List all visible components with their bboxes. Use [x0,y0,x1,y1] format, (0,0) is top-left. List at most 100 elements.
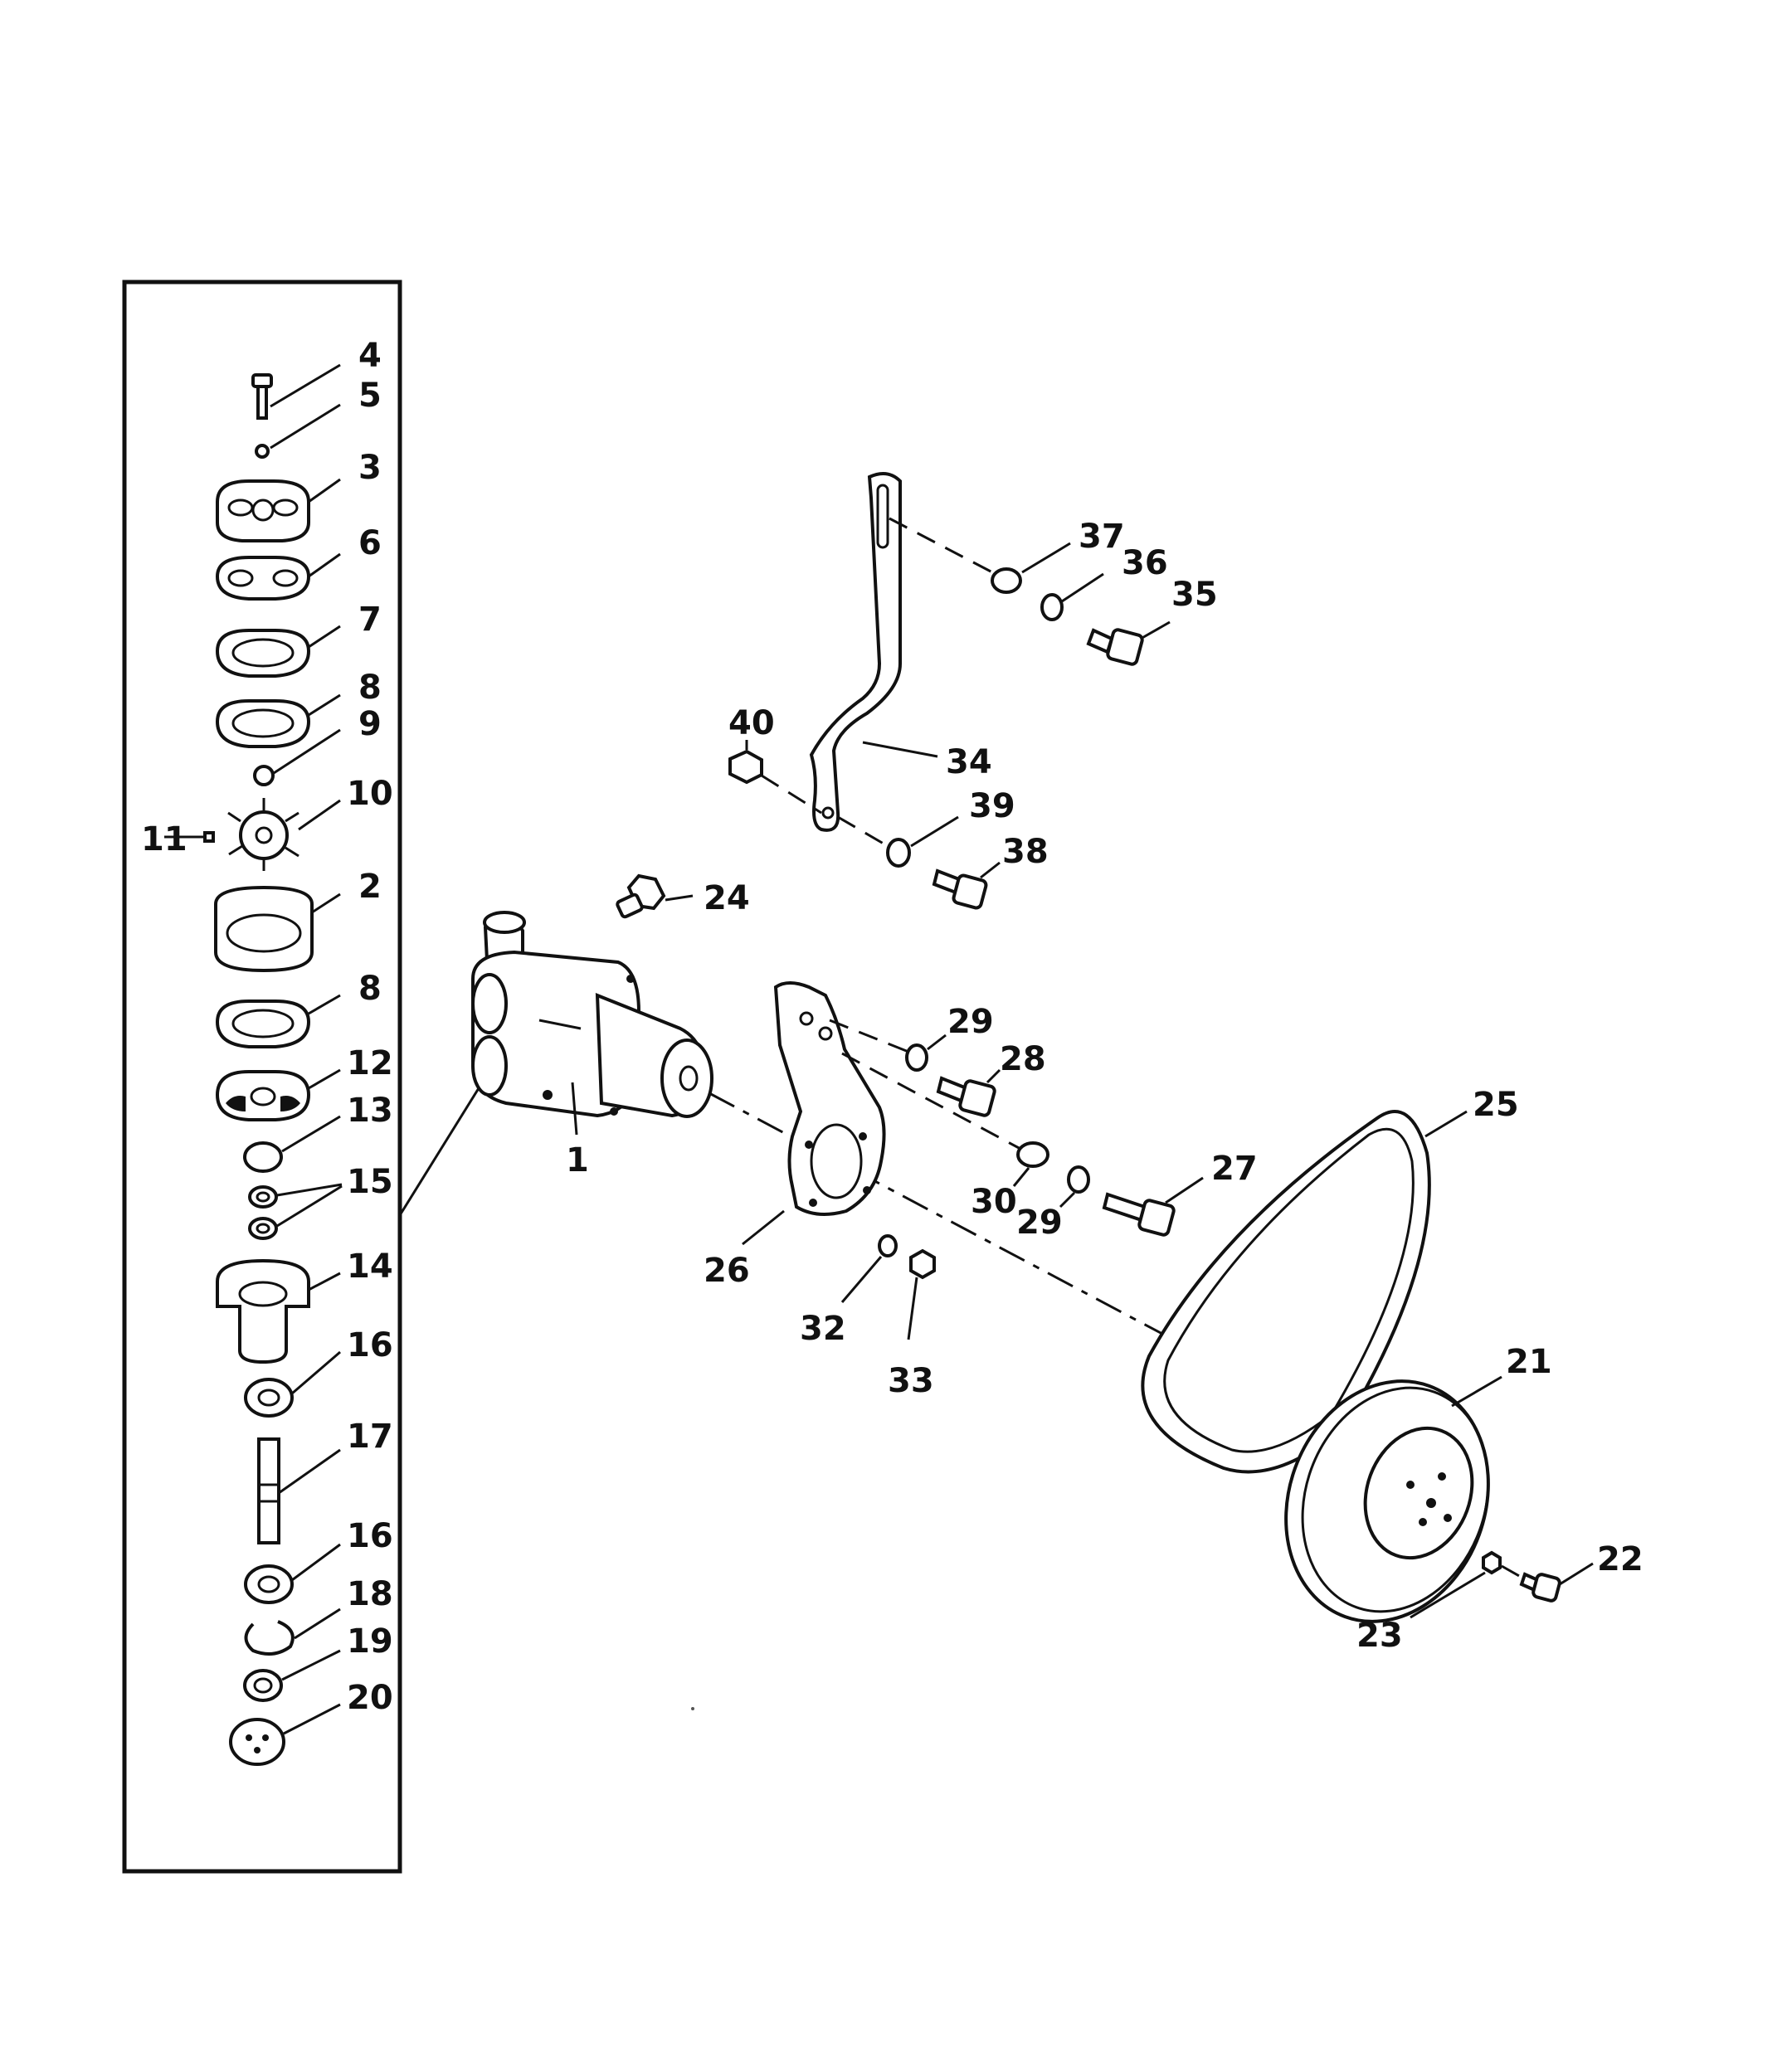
leader-39 [910,815,959,848]
callout-21: 21 [1506,1343,1552,1381]
part-16-bearing-lower [244,1564,294,1604]
callout-36: 36 [1122,544,1168,582]
scan-speck [691,1707,694,1710]
part-12-plate [215,1070,311,1121]
callout-1: 1 [566,1141,589,1179]
leader-27 [1165,1176,1204,1204]
callout-34: 34 [946,743,992,781]
part-18-retaining-ring [244,1620,295,1656]
callout-16-lower: 16 [347,1517,393,1555]
dash-29-upper [829,1019,909,1053]
callout-35: 35 [1171,576,1218,614]
part-29-lockwasher-upper [905,1043,928,1072]
part-21-pulley [1284,1379,1490,1623]
part-1-sea-water-pump [471,911,713,1118]
dash-39 [837,815,889,848]
part-40-nut [728,749,763,785]
callout-16-upper: 16 [347,1326,393,1364]
leader-23 [1410,1571,1486,1619]
callout-7: 7 [358,601,382,639]
leader-34 [862,741,938,758]
leader-26 [742,1209,785,1246]
part-27-screw [1102,1192,1176,1237]
dash-40 [761,774,822,815]
callout-37: 37 [1079,518,1125,556]
part-39-washer [886,838,911,868]
callout-14: 14 [347,1248,393,1286]
callout-25: 25 [1473,1086,1519,1124]
part-7-wear-plate [215,629,311,678]
leader-35 [1140,620,1171,640]
callout-38: 38 [1002,833,1049,871]
callout-19: 19 [347,1622,393,1661]
callout-8-lower: 8 [358,970,382,1008]
callout-32: 32 [800,1310,846,1348]
callout-40: 40 [728,704,775,742]
callout-2: 2 [358,868,382,906]
leader-1 [571,1082,578,1136]
leader-37 [1021,542,1071,574]
callout-29-lower: 29 [1016,1204,1063,1242]
callout-10: 10 [347,775,393,813]
leader-36 [1061,572,1104,603]
part-33-nut [909,1248,936,1280]
part-4-screw [251,373,273,420]
callout-30: 30 [971,1183,1017,1221]
leader-33 [907,1277,918,1340]
callout-29-upper: 29 [947,1003,994,1041]
part-22-screw [1519,1572,1561,1603]
leader-28 [986,1068,1001,1084]
callout-15: 15 [347,1163,393,1201]
callout-20: 20 [347,1679,393,1717]
callout-17: 17 [347,1418,393,1456]
callout-22: 22 [1597,1540,1643,1578]
part-16-bearing-upper [244,1378,294,1418]
leader-21 [1451,1375,1502,1408]
leader-29-upper [927,1034,947,1051]
part-25-drive-belt [1141,1110,1431,1474]
callout-3: 3 [358,449,382,487]
part-29-lockwasher-lower [1067,1165,1090,1194]
part-10-impeller [227,798,299,871]
part-34-adjusting-brace [809,472,902,832]
part-13-o-ring [243,1141,283,1173]
leader-32 [840,1256,883,1303]
callout-26: 26 [704,1252,750,1290]
callout-28: 28 [1000,1040,1046,1078]
part-8-gasket-upper [215,699,311,748]
dash-30 [841,1052,1021,1150]
callout-11: 11 [141,820,187,858]
part-26-pump-bracket [773,981,886,1216]
callout-18: 18 [347,1575,393,1613]
callout-6: 6 [358,524,382,562]
callout-12: 12 [347,1044,393,1082]
part-37-washer [991,567,1022,594]
part-23-lockwasher [1482,1550,1502,1575]
part-30-washer [1016,1141,1049,1168]
part-9-insert [253,765,275,786]
part-35-screw [1086,628,1144,666]
callout-4: 4 [358,337,382,375]
part-15-seals [248,1185,278,1240]
callout-33: 33 [888,1362,934,1400]
part-8-gasket-lower [215,1000,311,1048]
leader-24 [665,894,694,902]
part-20-hub [229,1718,285,1766]
callout-23: 23 [1356,1617,1403,1655]
part-14-bearing-housing [216,1258,310,1364]
part-38-screw [932,868,988,910]
part-19-seal [243,1669,283,1702]
dash-37 [889,517,996,576]
leader-38 [980,861,1001,879]
part-3-cover-plate [216,479,310,542]
leader-30 [1012,1167,1030,1187]
callout-13: 13 [347,1092,393,1130]
part-36-lockwasher [1040,593,1064,621]
callout-9: 9 [358,705,382,743]
callout-39: 39 [969,787,1015,825]
inset-frame [122,280,402,1874]
inset-leaders [164,363,343,1735]
callout-27: 27 [1211,1150,1258,1188]
dash-22 [1501,1564,1527,1582]
